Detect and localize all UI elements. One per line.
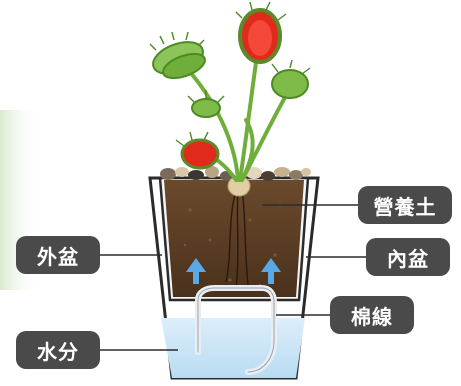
outer-pot-label: 外盆 (16, 236, 100, 274)
potting-soil-label: 營養土 (358, 186, 452, 224)
up-arrow-icon (186, 258, 206, 284)
water-reservoir (161, 318, 305, 378)
wick-label: 棉線 (330, 296, 414, 334)
leader-lines (100, 204, 366, 351)
pebble-layer (160, 166, 311, 181)
cotton-wick (195, 285, 277, 375)
up-arrow-icon (261, 258, 281, 284)
water-label: 水分 (16, 331, 100, 369)
inner-pot-label: 內盆 (366, 238, 450, 276)
venus-flytrap-plant-icon (149, 1, 311, 182)
inner-pot (158, 166, 311, 302)
